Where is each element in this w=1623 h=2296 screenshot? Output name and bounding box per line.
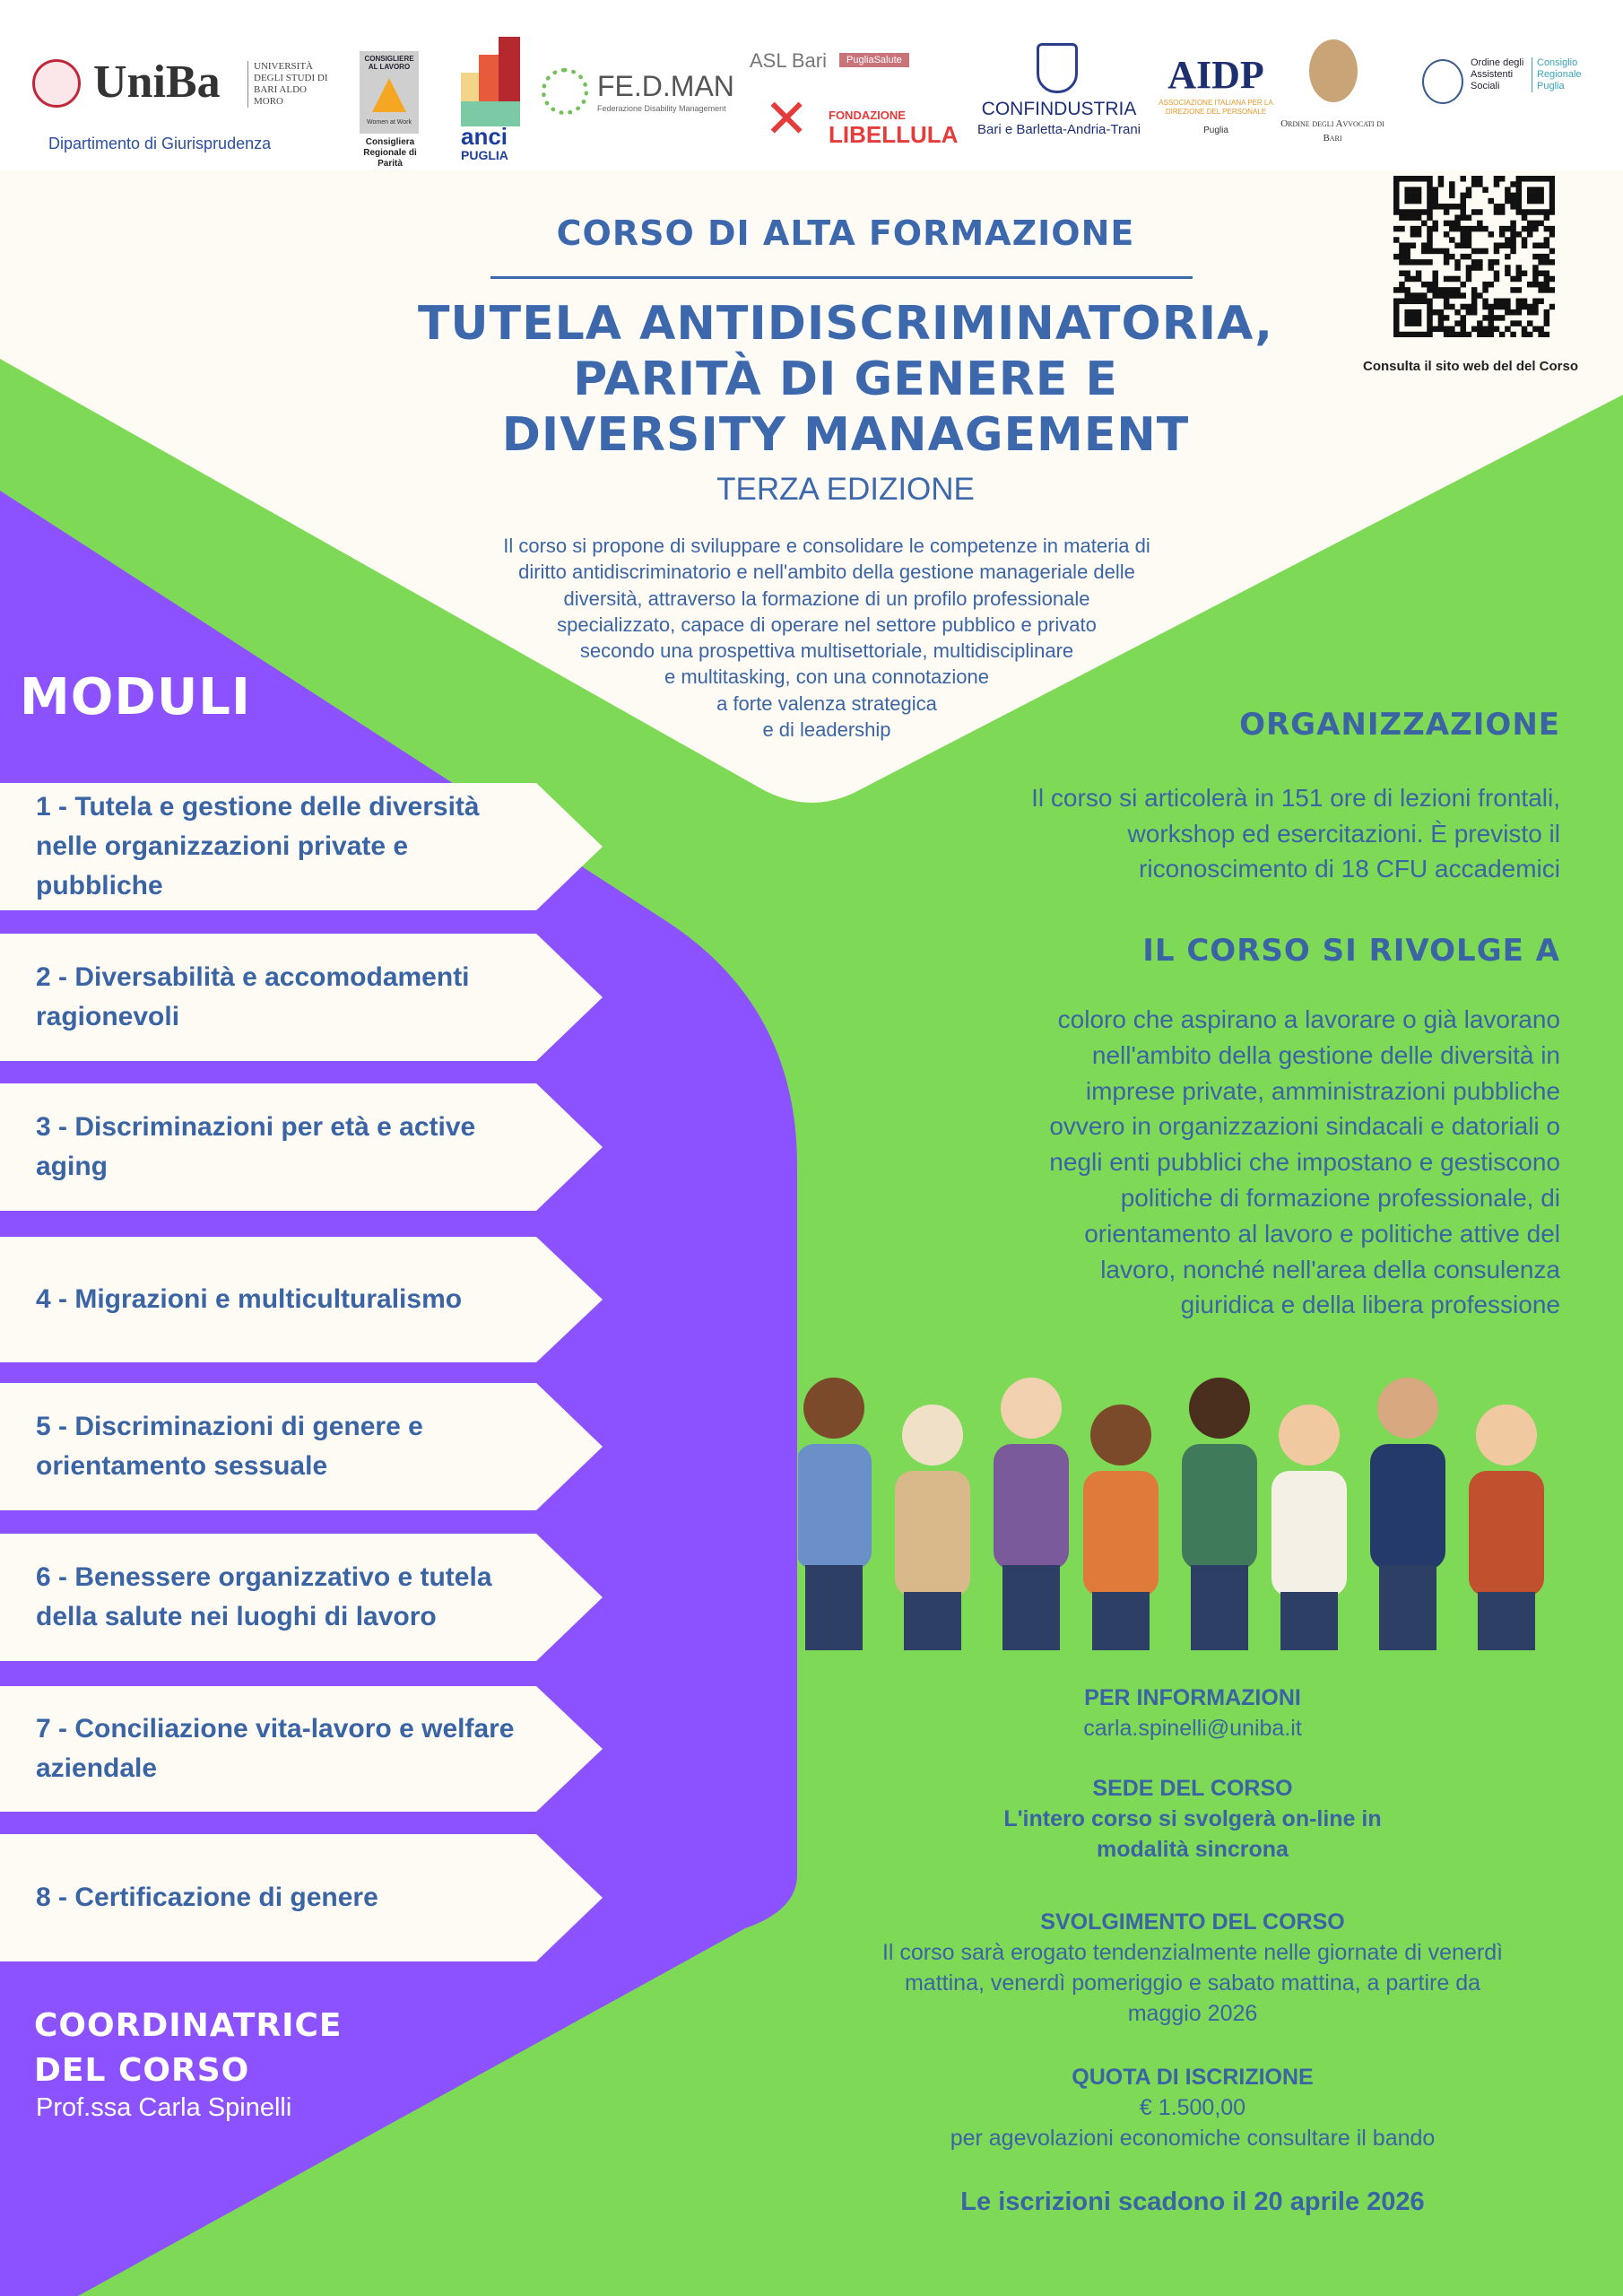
- cream-header-area: [0, 170, 1623, 803]
- course-title: TUTELA ANTIDISCRIMINATORIA, PARITÀ DI GE…: [417, 297, 1274, 462]
- aidp-logo: AIDP ASSOCIAZIONE ITALIANA PER LA DIREZI…: [1159, 53, 1273, 135]
- title-divider: [490, 276, 1193, 279]
- module-item: 1 - Tutela e gestione delle diversità ne…: [0, 783, 603, 910]
- venue-section: SEDE DEL CORSO L'intero corso si svolger…: [1003, 1776, 1382, 1862]
- module-item: 4 - Migrazioni e multiculturalismo: [0, 1237, 603, 1362]
- module-item: 8 - Certificazione di genere: [0, 1834, 603, 1961]
- uniba-seal-icon: [32, 59, 81, 108]
- schedule-section: SVOLGIMENTO DEL CORSO Il corso sarà erog…: [881, 1909, 1504, 2026]
- uniba-subtitle: UNIVERSITÀ DEGLI STUDI DI BARI ALDO MORO: [247, 61, 337, 108]
- module-item: 3 - Discriminazioni per età e active agi…: [0, 1083, 603, 1211]
- asl-libellula-logos: ASL Bari PugliaSalute ✕ FONDAZIONE LIBEL…: [750, 49, 959, 149]
- uniba-logo: UniBa UNIVERSITÀ DEGLI STUDI DI BARI ALD…: [32, 56, 337, 115]
- module-item: 6 - Benessere organizzativo e tutela del…: [0, 1534, 603, 1661]
- organization-heading: ORGANIZZAZIONE: [1239, 707, 1560, 743]
- audience-heading: IL CORSO SI RIVOLGE A: [1142, 933, 1560, 969]
- qr-caption: Consulta il sito web del del Corso: [1362, 359, 1579, 374]
- diverse-people-illustration: [798, 1378, 1544, 1650]
- audience-text: coloro che aspirano a lavorare o già lav…: [1049, 1005, 1560, 1319]
- department-label: Dipartimento di Giurisprudenza: [48, 135, 272, 152]
- person-figure: [1469, 1405, 1544, 1650]
- contact-section: PER INFORMAZIONI carla.spinelli@uniba.it: [789, 1683, 1596, 1744]
- fee-section: QUOTA DI ISCRIZIONE € 1.500,00 per agevo…: [950, 2065, 1436, 2151]
- uniba-wordmark: UniBa: [93, 57, 221, 108]
- person-figure: [1182, 1378, 1257, 1650]
- registration-deadline: Le iscrizioni scadono il 20 aprile 2026: [960, 2187, 1425, 2216]
- anci-puglia-logo: anci PUGLIA: [461, 37, 520, 162]
- person-figure: [798, 1378, 872, 1650]
- coordinator-name: Prof.ssa Carla Spinelli: [36, 2093, 292, 2122]
- qr-code[interactable]: [1393, 176, 1555, 337]
- organization-text: Il corso si articolerà in 151 ore di lez…: [1031, 784, 1560, 883]
- person-figure: [1083, 1405, 1159, 1650]
- course-type-heading: CORSO DI ALTA FORMAZIONE: [556, 213, 1135, 253]
- confindustria-emblem-icon: [1037, 43, 1078, 93]
- fedman-ring-icon: [542, 68, 588, 115]
- person-figure: [1271, 1405, 1347, 1650]
- module-item: 7 - Conciliazione vita-lavoro e welfare …: [0, 1686, 603, 1812]
- module-item: 2 - Diversabilità e accomodamenti ragion…: [0, 934, 603, 1061]
- consigliera-logo: CONSIGLIERE AL LAVORO Women at Work Cons…: [356, 51, 424, 169]
- module-item: 5 - Discriminazioni di genere e orientam…: [0, 1383, 603, 1510]
- avvocati-medal-icon: [1309, 39, 1358, 102]
- person-figure: [895, 1405, 970, 1650]
- assistenti-sociali-logo: Ordine degli Assistenti Sociali Consigli…: [1422, 56, 1601, 109]
- avvocati-logo: Ordine degli Avvocati di Bari: [1280, 39, 1384, 152]
- course-description: Il corso si propone di sviluppare e cons…: [503, 535, 1150, 742]
- coordinator-heading: COORDINATRICE DEL CORSO: [34, 2007, 343, 2089]
- dragonfly-icon: ✕: [764, 89, 810, 149]
- person-figure: [1370, 1378, 1445, 1650]
- person-figure: [994, 1378, 1069, 1650]
- fedman-logo: FE.D.MAN Federazione Disability Manageme…: [542, 65, 734, 122]
- confindustria-logo: CONFINDUSTRIA Bari e Barletta-Andria-Tra…: [965, 43, 1153, 142]
- assistenti-emblem-icon: [1422, 59, 1463, 104]
- contact-email-link[interactable]: carla.spinelli@uniba.it: [1083, 1716, 1302, 1741]
- modules-heading: MODULI: [20, 668, 251, 726]
- edition-label: TERZA EDIZIONE: [716, 472, 975, 507]
